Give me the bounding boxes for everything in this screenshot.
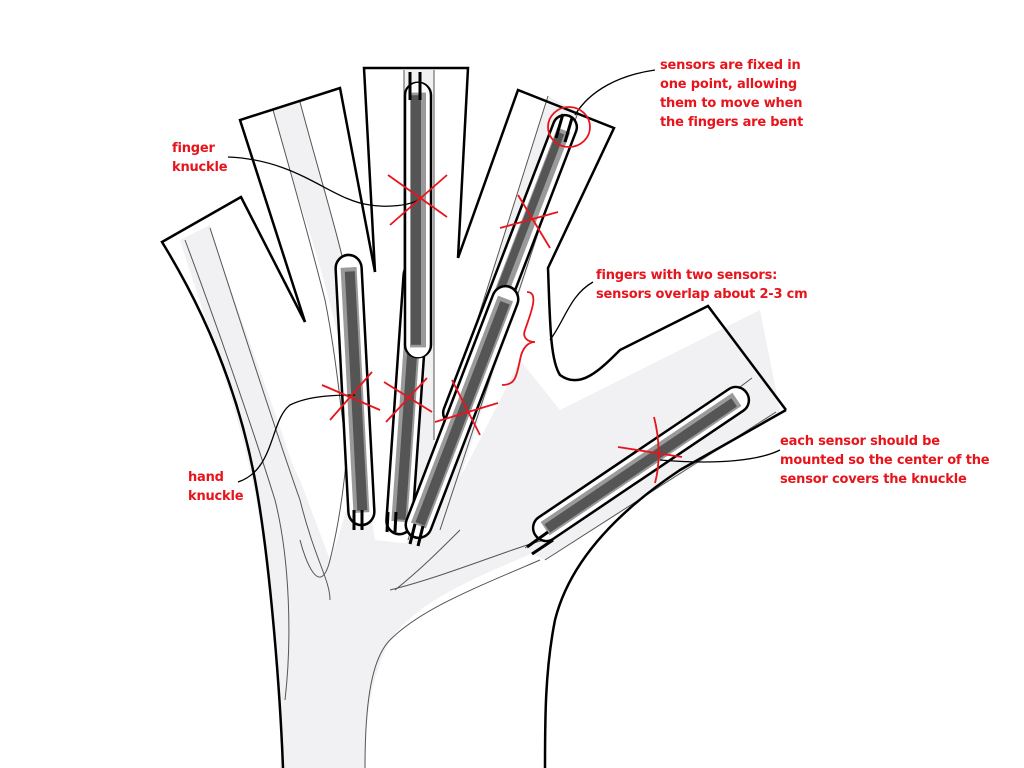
sensor-connectors	[352, 72, 574, 556]
label-fixed-point: sensors are fixed in one point, allowing…	[660, 56, 803, 132]
knuckle-cross-ring-hand	[383, 377, 433, 423]
annotation-marks	[321, 106, 683, 484]
label-line: hand	[188, 470, 224, 485]
knuckle-cross-thumb	[617, 416, 683, 484]
fixed-point-circle	[547, 106, 591, 148]
label-line: sensors overlap about 2-3 cm	[596, 287, 808, 302]
knuckle-cross-index-finger	[499, 194, 559, 249]
label-line: knuckle	[172, 160, 228, 175]
overlap-brace	[501, 291, 536, 386]
palm-fill	[180, 225, 780, 768]
leader-fixed-point	[574, 69, 656, 116]
label-finger-knuckle: finger knuckle	[172, 139, 228, 177]
knuckle-cross-little-hand	[321, 371, 381, 421]
label-line: sensors are fixed in	[660, 58, 801, 73]
leader-lines	[227, 69, 781, 483]
knuckle-cross-middle-finger	[387, 174, 448, 226]
label-line: the fingers are bent	[660, 115, 804, 130]
knuckle-cross-index-hand	[434, 379, 499, 436]
label-line: them to move when	[660, 96, 803, 111]
label-line: fingers with two sensors:	[596, 268, 778, 283]
little-finger-sensor	[333, 253, 377, 527]
leader-hand-knuckle	[237, 394, 356, 483]
leader-two-sensors	[549, 281, 594, 341]
leader-center-mount	[659, 449, 781, 463]
leader-finger-knuckle	[227, 156, 419, 207]
label-line: one point, allowing	[660, 77, 797, 92]
label-hand-knuckle: hand knuckle	[188, 468, 244, 506]
middle-finger-upper-sensor	[403, 81, 433, 359]
label-two-sensors: fingers with two sensors: sensors overla…	[596, 266, 808, 304]
label-line: finger	[172, 141, 215, 156]
label-line: mounted so the center of the	[780, 453, 990, 468]
hand-outline	[160, 66, 787, 768]
label-line: each sensor should be	[780, 434, 940, 449]
label-line: knuckle	[188, 489, 244, 504]
label-center-mount: each sensor should be mounted so the cen…	[780, 432, 990, 489]
label-line: sensor covers the knuckle	[780, 472, 967, 487]
